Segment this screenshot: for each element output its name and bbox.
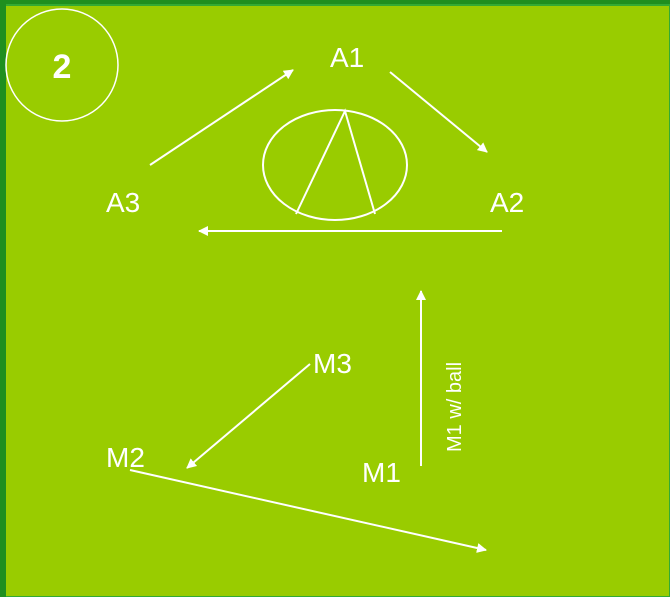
arrow-m2-run bbox=[129, 469, 487, 553]
goal-triangle bbox=[295, 108, 376, 215]
label-m2: M2 bbox=[106, 442, 145, 473]
field-background bbox=[4, 4, 670, 597]
label-a2: A2 bbox=[490, 187, 524, 218]
arrow-a3-to-a1 bbox=[149, 69, 294, 166]
label-a3: A3 bbox=[106, 187, 140, 218]
arrow-m3-to-m2 bbox=[186, 363, 311, 469]
goal-ellipse bbox=[262, 109, 408, 221]
label-a1: A1 bbox=[330, 42, 364, 73]
field-left-edge bbox=[0, 0, 6, 597]
label-m1: M1 bbox=[362, 457, 401, 488]
play-number-badge bbox=[5, 8, 119, 122]
play-number: 2 bbox=[53, 48, 72, 86]
label-m1-with-ball: M1 w/ ball bbox=[444, 362, 466, 452]
label-m3: M3 bbox=[313, 348, 352, 379]
arrow-a1-to-a2 bbox=[389, 71, 488, 153]
